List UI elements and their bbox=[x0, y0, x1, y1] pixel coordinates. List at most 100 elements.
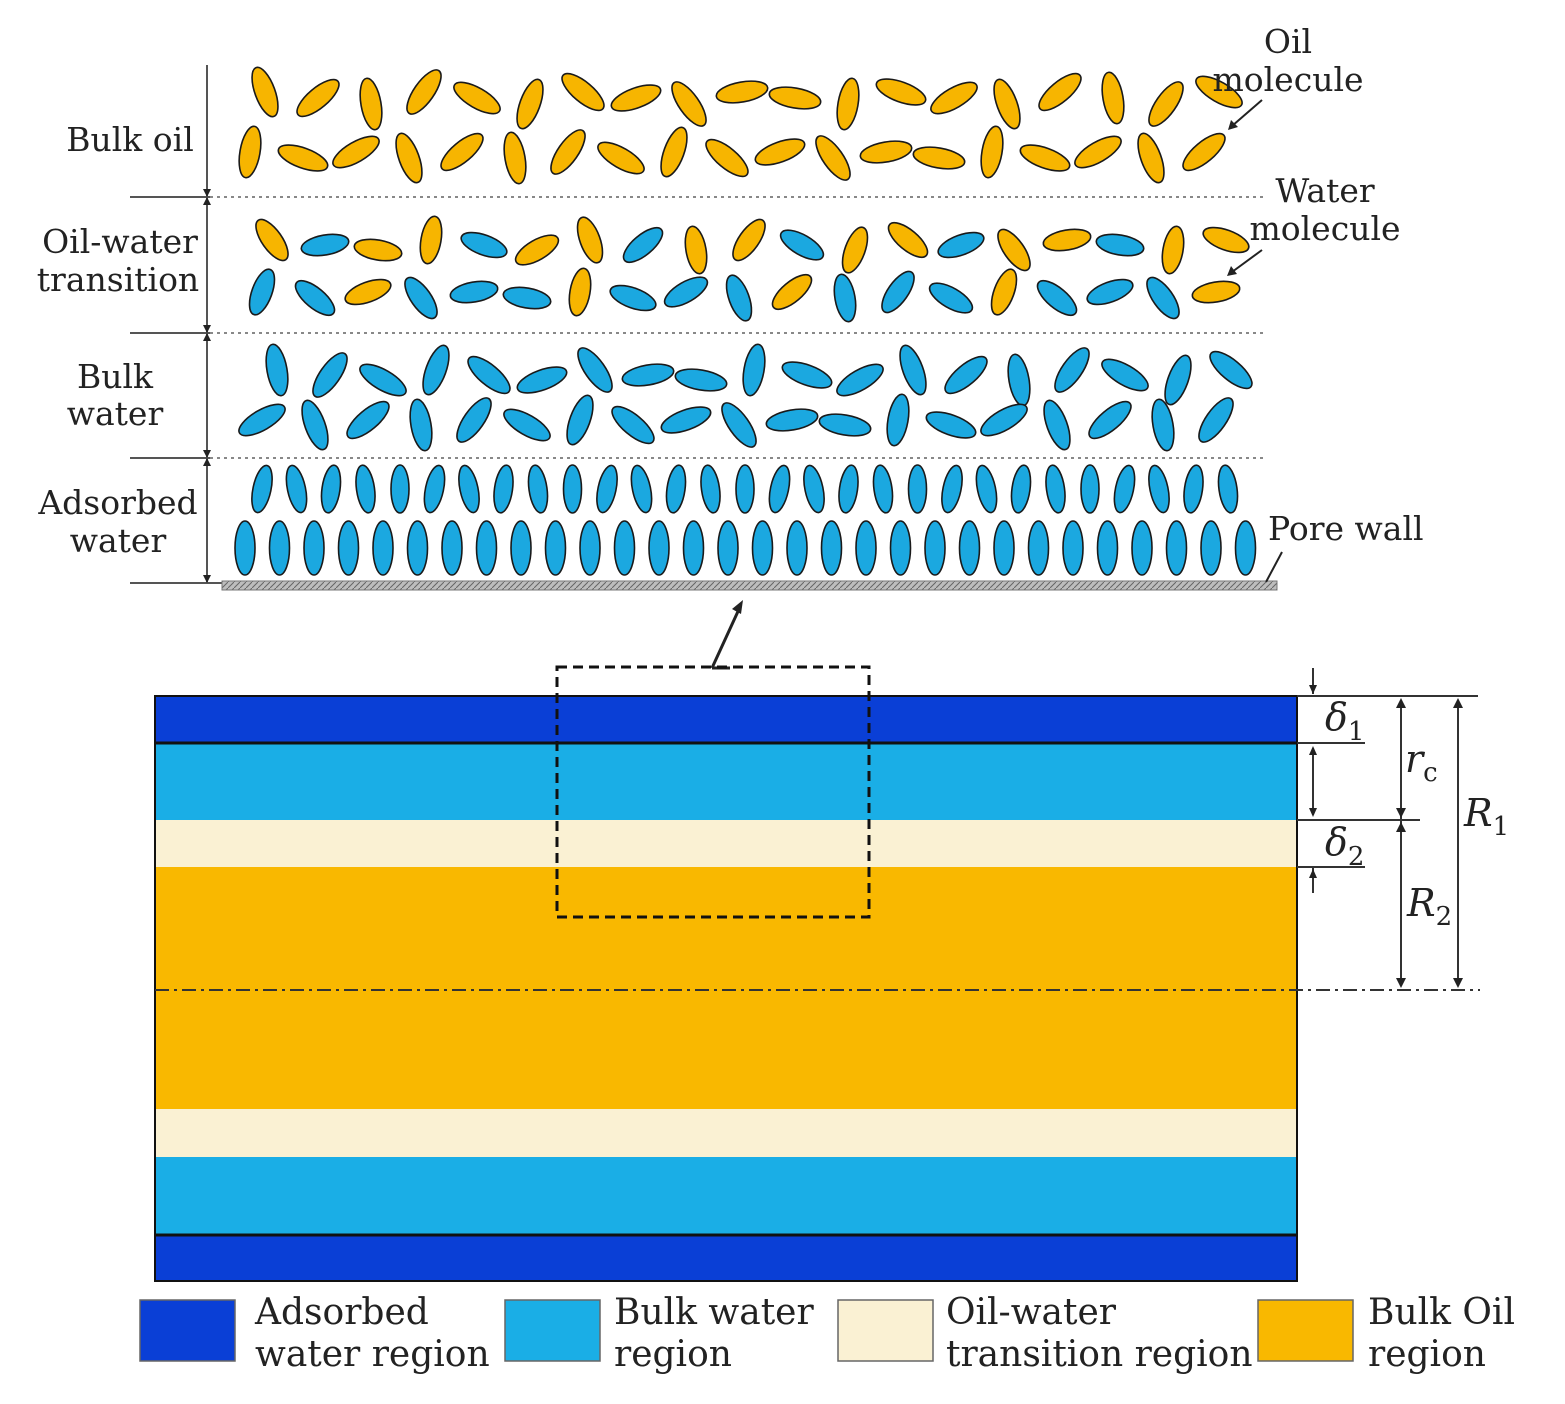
molecular-view: Bulk oil Oil-water transition Bulk water… bbox=[37, 22, 1424, 591]
oil-molecule bbox=[1202, 226, 1250, 254]
water-molecule bbox=[502, 286, 552, 310]
layer-dimension-arrows bbox=[203, 189, 211, 583]
water-molecule bbox=[611, 405, 655, 445]
callout-oil-molecule: molecule bbox=[1212, 60, 1363, 99]
callout-arrowhead bbox=[1227, 266, 1237, 276]
oil-molecule bbox=[1042, 228, 1092, 252]
water-molecule bbox=[320, 464, 342, 514]
legend-swatch-adsorbed-water bbox=[139, 1299, 236, 1362]
legend-label-adsorbed-water: Adsorbed bbox=[254, 1292, 429, 1333]
water-molecule bbox=[516, 366, 568, 394]
oil-molecule bbox=[344, 278, 392, 306]
water-molecule bbox=[838, 464, 859, 514]
legend: Adsorbed water region Bulk water region … bbox=[139, 1292, 1515, 1375]
pore-wall bbox=[221, 580, 1278, 591]
water-molecule bbox=[503, 408, 551, 442]
water-molecule bbox=[1131, 520, 1153, 576]
water-molecule bbox=[579, 520, 601, 576]
callout-water-molecule: Water bbox=[1275, 171, 1375, 210]
layer-label-adsorbed: Adsorbed bbox=[37, 483, 197, 522]
water-molecule bbox=[818, 413, 872, 437]
water-molecule bbox=[1113, 464, 1136, 514]
water-molecule bbox=[493, 464, 514, 514]
oil-molecule bbox=[440, 132, 484, 172]
water-molecule bbox=[941, 464, 963, 514]
oil-molecule bbox=[251, 66, 279, 118]
water-molecule bbox=[765, 408, 819, 432]
band-bulk-water bbox=[155, 744, 1297, 820]
water-molecule bbox=[294, 279, 336, 317]
water-molecule bbox=[1036, 279, 1078, 317]
water-molecule bbox=[622, 226, 664, 264]
oil-molecule bbox=[768, 86, 822, 110]
water-molecule bbox=[1095, 233, 1145, 257]
oil-molecule bbox=[771, 273, 813, 311]
oil-molecule bbox=[419, 215, 443, 265]
oil-molecule bbox=[715, 80, 769, 104]
oil-molecule bbox=[684, 225, 708, 275]
water-molecule bbox=[301, 399, 329, 451]
water-molecule bbox=[234, 520, 256, 576]
oil-molecule bbox=[255, 218, 289, 262]
water-molecule bbox=[1086, 278, 1134, 306]
layer-label-adsorbed: water bbox=[70, 521, 167, 560]
oil-molecule bbox=[516, 78, 544, 130]
oil-molecule bbox=[1148, 81, 1184, 127]
water-molecule bbox=[907, 464, 928, 514]
water-molecule bbox=[609, 284, 657, 312]
oil-molecule bbox=[1038, 72, 1082, 112]
oil-molecule bbox=[980, 125, 1004, 179]
water-molecule bbox=[717, 520, 739, 576]
oil-molecule bbox=[887, 221, 929, 259]
dimension-R1: R1 bbox=[1463, 791, 1509, 842]
oil-molecule bbox=[705, 138, 749, 178]
oil-molecule bbox=[912, 146, 966, 170]
zoom-window bbox=[555, 665, 871, 919]
oil-molecule bbox=[296, 78, 340, 118]
oil-molecule bbox=[1195, 75, 1243, 109]
water-molecule bbox=[1088, 400, 1132, 440]
oil-molecule bbox=[238, 125, 262, 179]
oil-molecule bbox=[875, 78, 927, 106]
water-molecule bbox=[1027, 520, 1050, 576]
legend-label-bulk-water: Bulk water bbox=[614, 1292, 814, 1333]
molecules bbox=[234, 66, 1257, 576]
water-molecule bbox=[460, 231, 508, 259]
water-molecule bbox=[359, 363, 407, 397]
water-molecule bbox=[1043, 399, 1071, 451]
water-molecule bbox=[406, 520, 429, 576]
legend-swatch-transition bbox=[837, 1299, 934, 1362]
water-molecule bbox=[337, 520, 360, 576]
oil-molecule bbox=[277, 144, 329, 172]
dimension-annotations bbox=[1297, 668, 1478, 986]
oil-molecule bbox=[568, 267, 592, 317]
water-molecule bbox=[390, 464, 410, 514]
callout-pore-wall: Pore wall bbox=[1268, 509, 1424, 548]
water-molecule bbox=[700, 464, 721, 514]
layer-label-bulk-water: water bbox=[67, 394, 164, 433]
oil-molecule bbox=[1191, 280, 1241, 304]
water-molecule bbox=[265, 343, 289, 397]
water-molecule bbox=[1209, 350, 1253, 390]
oil-molecule bbox=[1161, 225, 1185, 275]
callout-pointer bbox=[1231, 99, 1263, 127]
water-molecule bbox=[566, 394, 594, 446]
water-molecule bbox=[268, 520, 291, 576]
zoom-arrow bbox=[710, 600, 743, 670]
water-molecule bbox=[1007, 353, 1031, 407]
water-molecule bbox=[441, 520, 463, 576]
oil-molecule bbox=[1137, 132, 1165, 184]
water-molecule bbox=[562, 464, 583, 514]
legend-label-transition: Oil-water bbox=[946, 1292, 1117, 1333]
oil-molecule bbox=[453, 81, 501, 115]
water-molecule bbox=[527, 464, 549, 514]
oil-molecule bbox=[395, 132, 423, 184]
water-molecule bbox=[1198, 397, 1234, 443]
oil-molecule bbox=[660, 126, 688, 178]
dimension-delta1: δ1 bbox=[1325, 695, 1364, 747]
water-molecule bbox=[937, 231, 985, 259]
water-molecule bbox=[1096, 520, 1119, 576]
legend-label-bulk-water: region bbox=[614, 1334, 732, 1375]
water-molecule bbox=[663, 276, 709, 308]
